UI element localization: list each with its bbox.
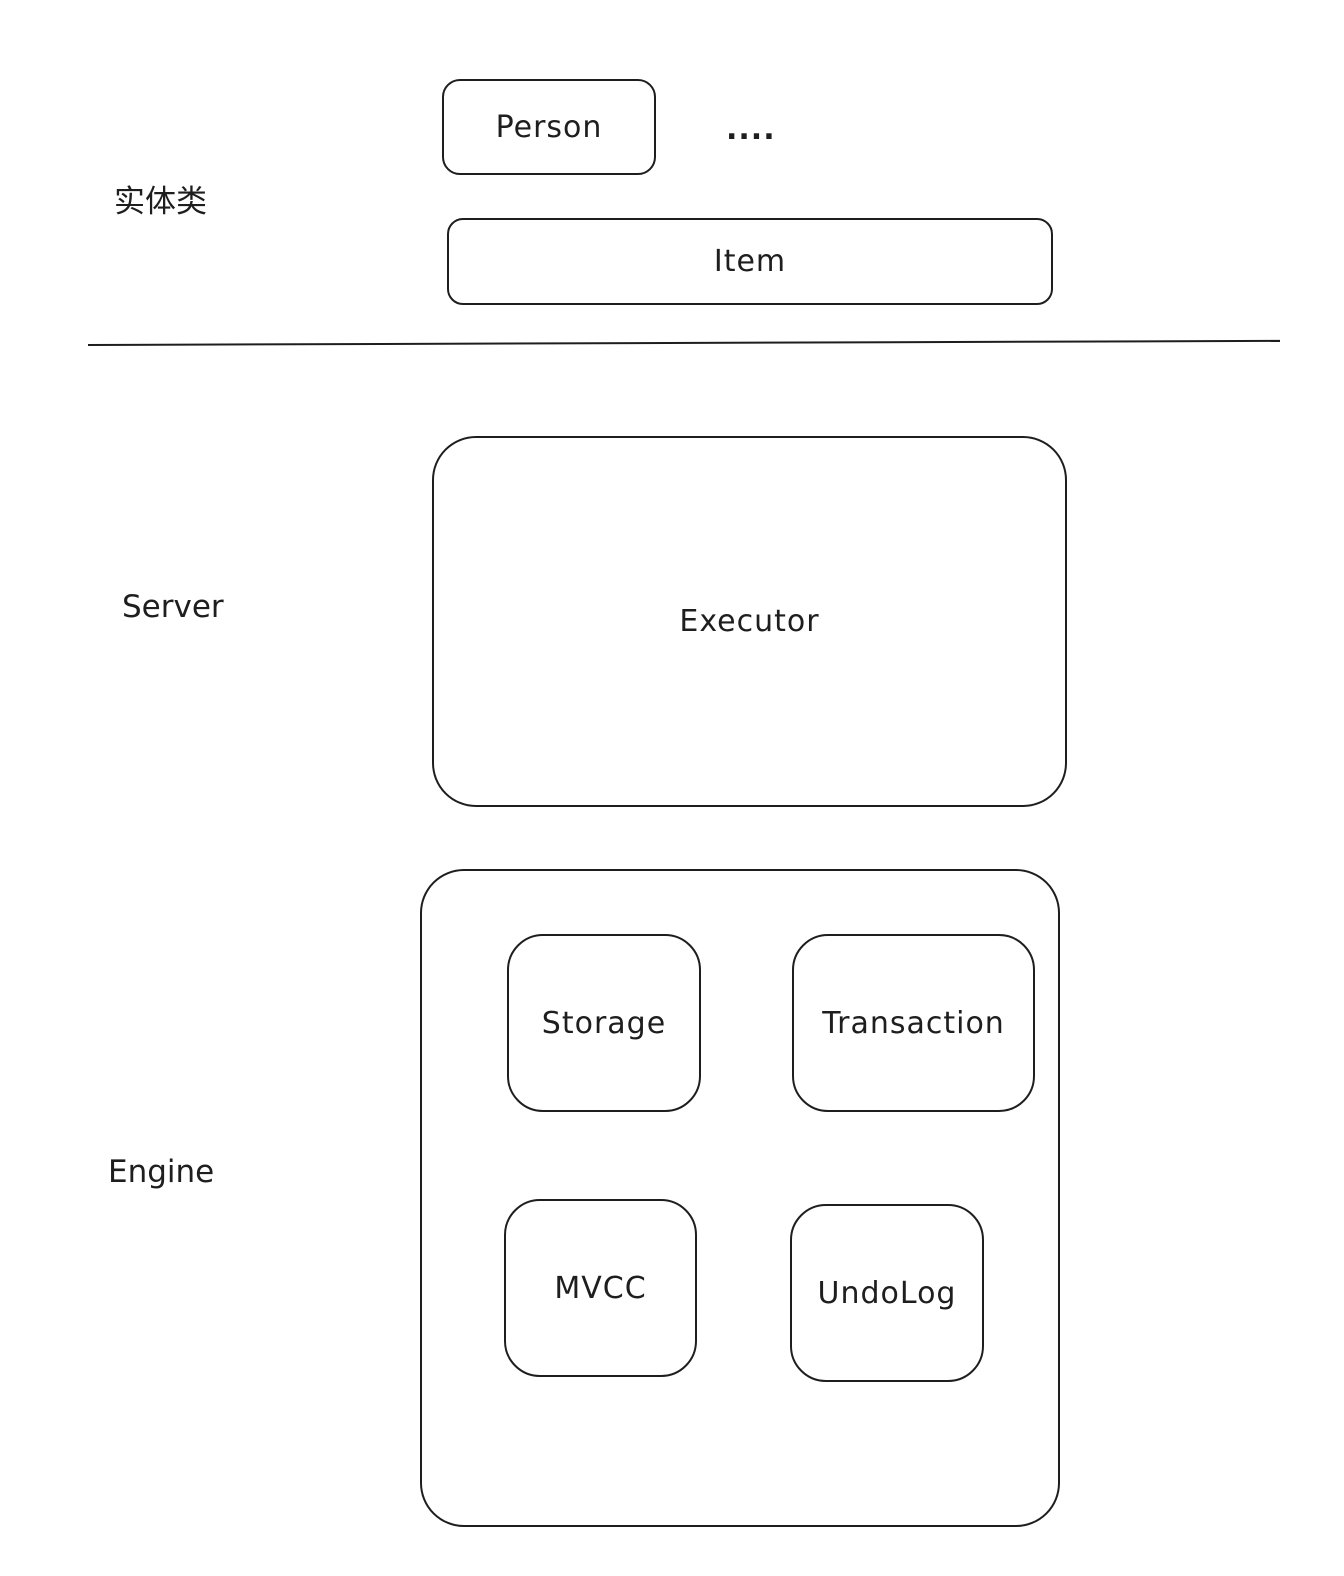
mvcc-box-label: MVCC [554,1270,647,1306]
entity-layer-label: 实体类 [114,184,207,220]
person-box-label: Person [495,109,603,145]
transaction-box-label: Transaction [822,1005,1005,1041]
server-layer-label: Server [122,589,224,625]
executor-box-label: Executor [679,604,820,639]
storage-box-label: Storage [541,1005,667,1041]
ellipsis-text: .... [726,112,776,147]
engine-container [420,869,1060,1527]
storage-box: Storage [507,934,701,1112]
transaction-box: Transaction [792,934,1035,1112]
item-box-label: Item [713,244,787,279]
engine-layer-label: Engine [108,1154,215,1190]
undolog-box: UndoLog [790,1204,984,1382]
person-box: Person [442,79,656,175]
item-box: Item [447,218,1053,305]
undolog-box-label: UndoLog [817,1275,957,1311]
executor-box: Executor [432,436,1067,807]
layer-divider [87,339,1280,346]
mvcc-box: MVCC [504,1199,697,1377]
